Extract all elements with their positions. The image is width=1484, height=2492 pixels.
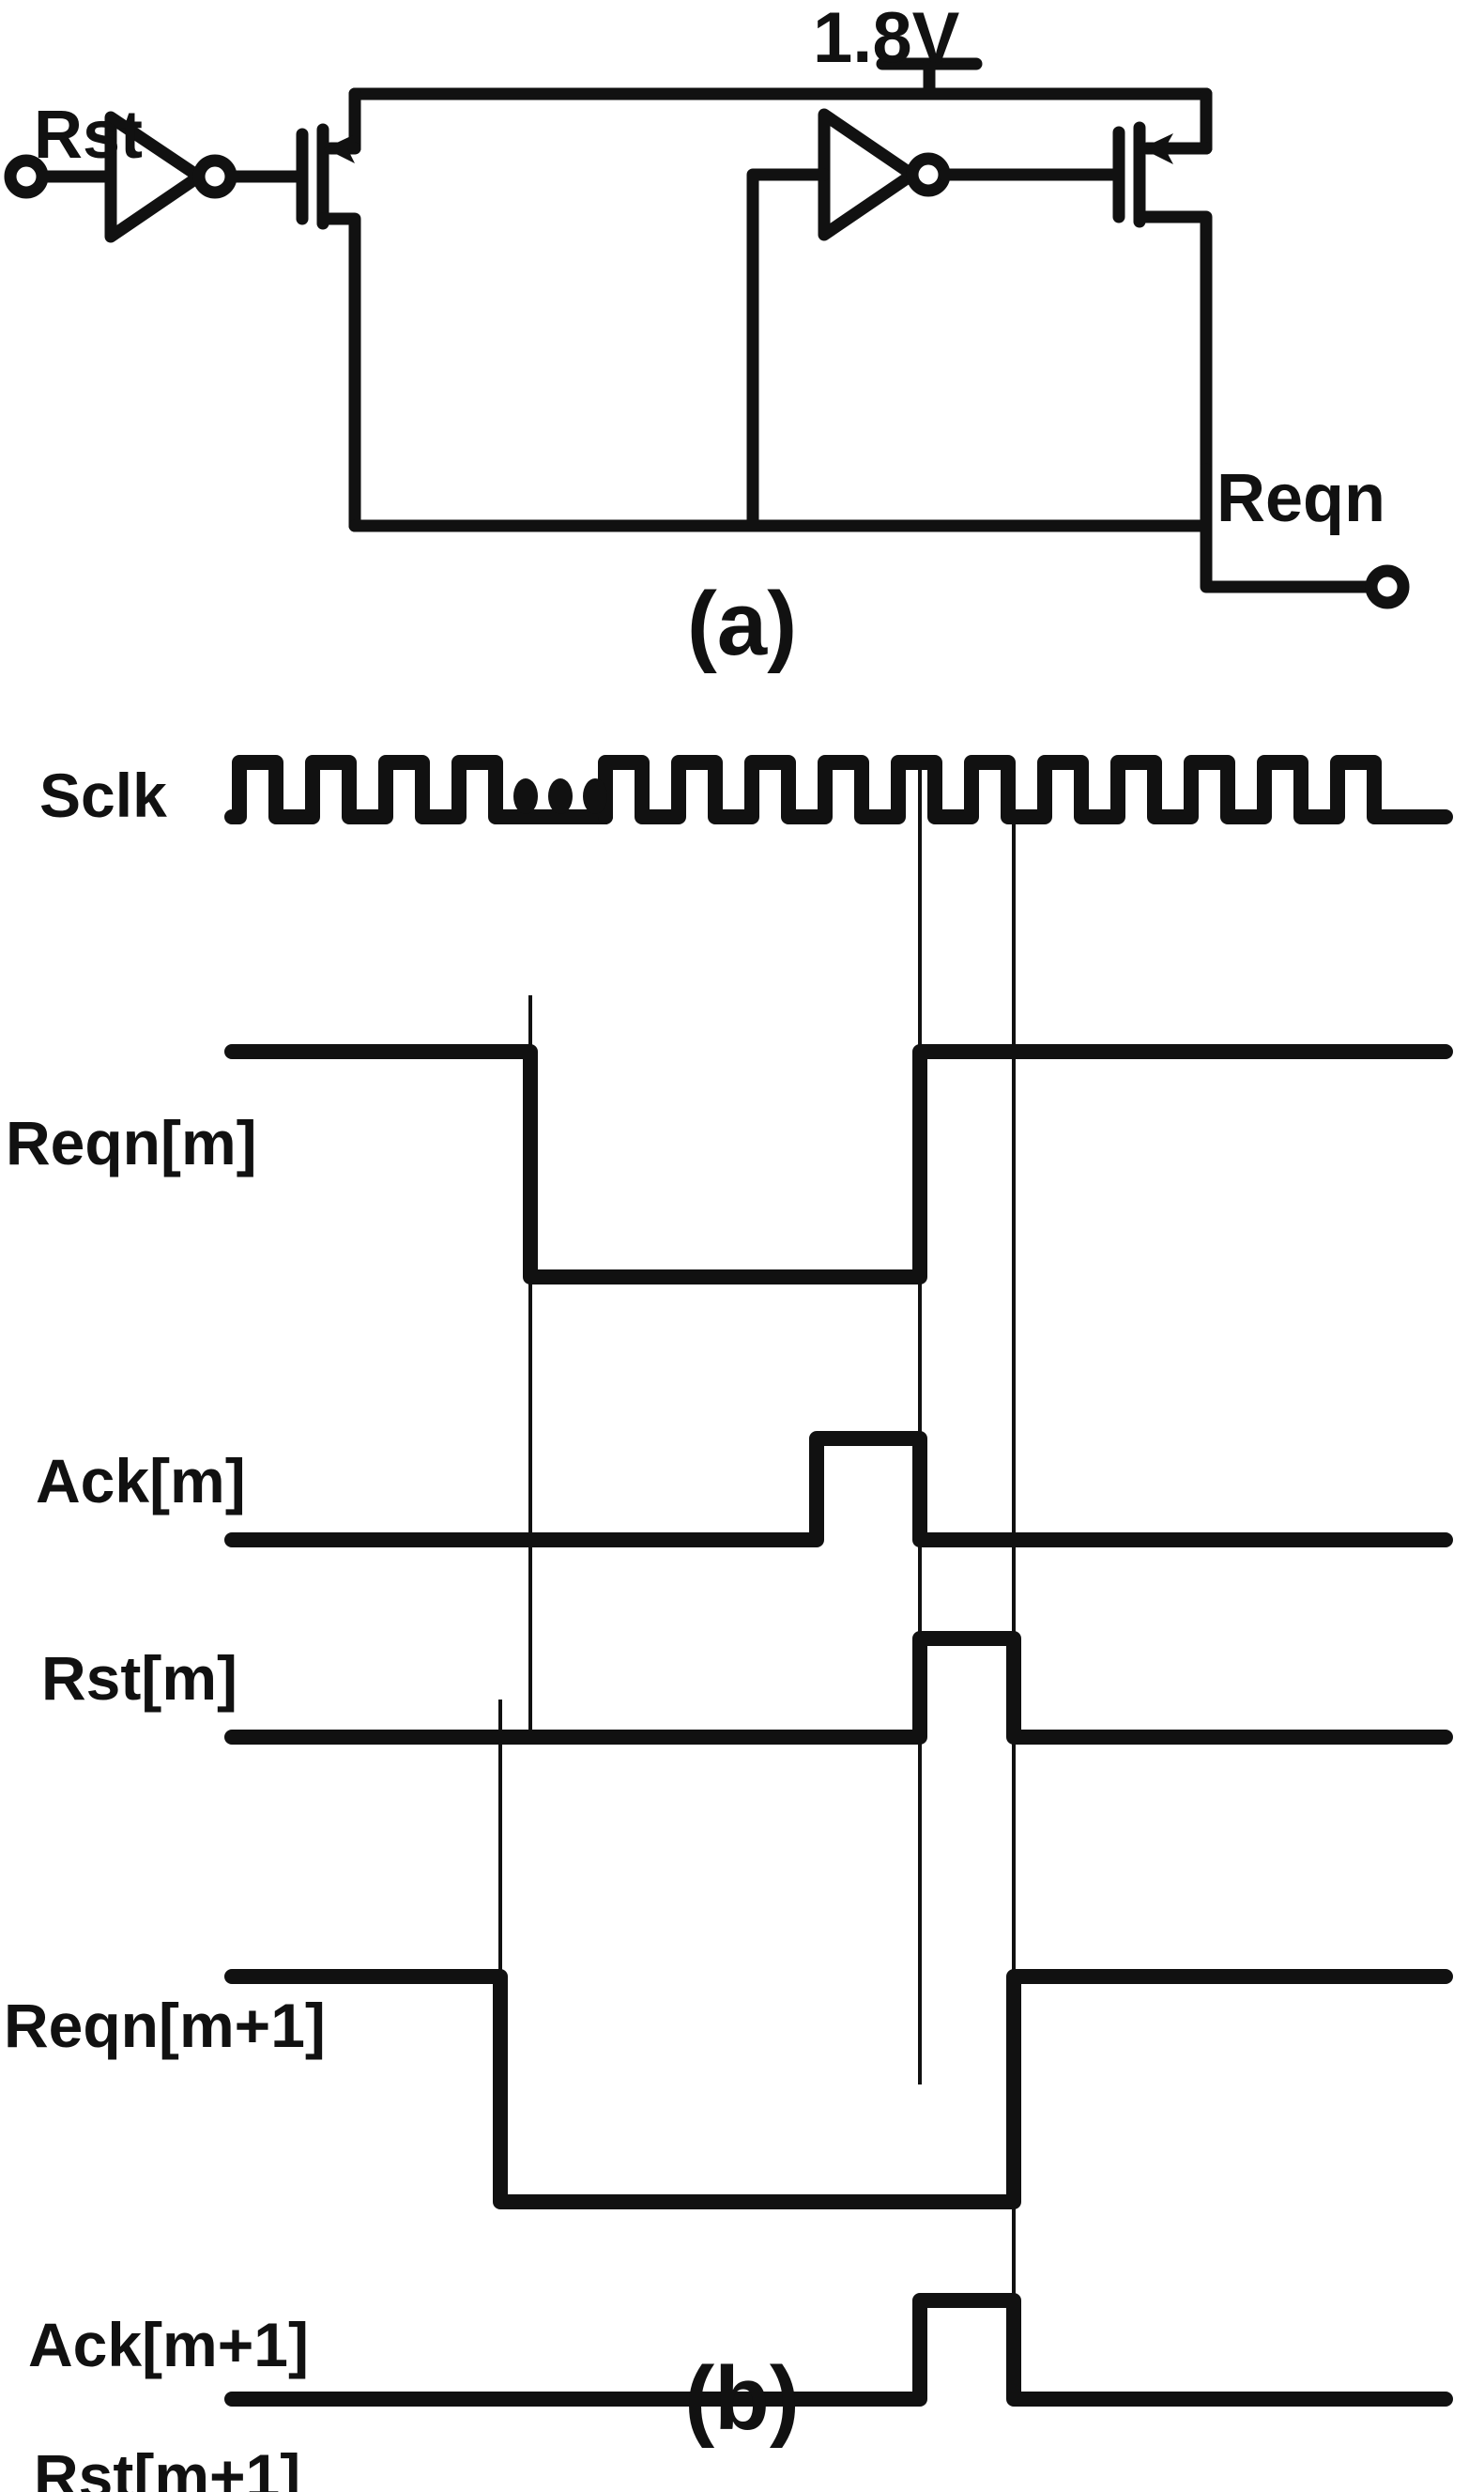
signal-label-rst-m1: Rst[m+1] <box>34 2441 300 2492</box>
reqn-m1-waveform <box>224 1969 1453 2209</box>
signal-label-reqn-m1: Reqn[m+1] <box>4 1991 326 2060</box>
signal-label-ack-m: Ack[m] <box>36 1446 246 1515</box>
reqn-m-waveform <box>224 1044 1453 1284</box>
label-supply: 1.8V <box>813 0 960 78</box>
caption-b: (b) <box>684 2348 800 2449</box>
ack-m1-waveform <box>224 2293 1453 2407</box>
signal-label-sclk: Sclk <box>39 761 167 830</box>
timing-svg: Sclk Reqn[m] Ack[m] Rst[m] Reqn[m+1] Ack… <box>4 755 1453 2492</box>
pmos-1-source-arrow <box>325 134 355 163</box>
sclk-waveform-right <box>598 755 1453 824</box>
schematic-svg: Rst 1.8V Reqn <box>4 0 1410 609</box>
label-reqn: Reqn <box>1216 461 1385 536</box>
clock-ellipsis <box>513 778 607 814</box>
label-rst: Rst <box>34 98 143 173</box>
reqn-output-wire <box>1200 463 1377 593</box>
inverter-1-body <box>104 111 206 243</box>
rst-m-waveform <box>224 1631 1453 1745</box>
pmos-1-drain-lead <box>316 212 361 532</box>
panel-a-schematic: Rst 1.8V Reqn <box>0 0 1484 714</box>
signal-label-reqn-m: Reqn[m] <box>6 1108 257 1177</box>
sclk-waveform-left <box>224 755 613 824</box>
inverter-2-body <box>818 108 919 241</box>
signal-label-ack-m1: Ack[m+1] <box>28 2310 309 2379</box>
ack-m-waveform <box>224 1431 1453 1547</box>
caption-a: (a) <box>686 574 798 674</box>
pmos-2-drain-lead <box>1133 210 1213 476</box>
ellipsis-dot-1 <box>513 778 538 814</box>
inverter-2-input-wire <box>746 168 831 532</box>
ellipsis-dot-2 <box>548 778 573 814</box>
pmos-2-source-arrow <box>1141 133 1173 164</box>
signal-label-rst-m: Rst[m] <box>41 1643 237 1713</box>
panel-b-timing: Sclk Reqn[m] Ack[m] Rst[m] Reqn[m+1] Ack… <box>0 714 1484 2492</box>
reqn-output-terminal[interactable] <box>1365 564 1410 609</box>
ellipsis-dot-3 <box>583 778 607 814</box>
